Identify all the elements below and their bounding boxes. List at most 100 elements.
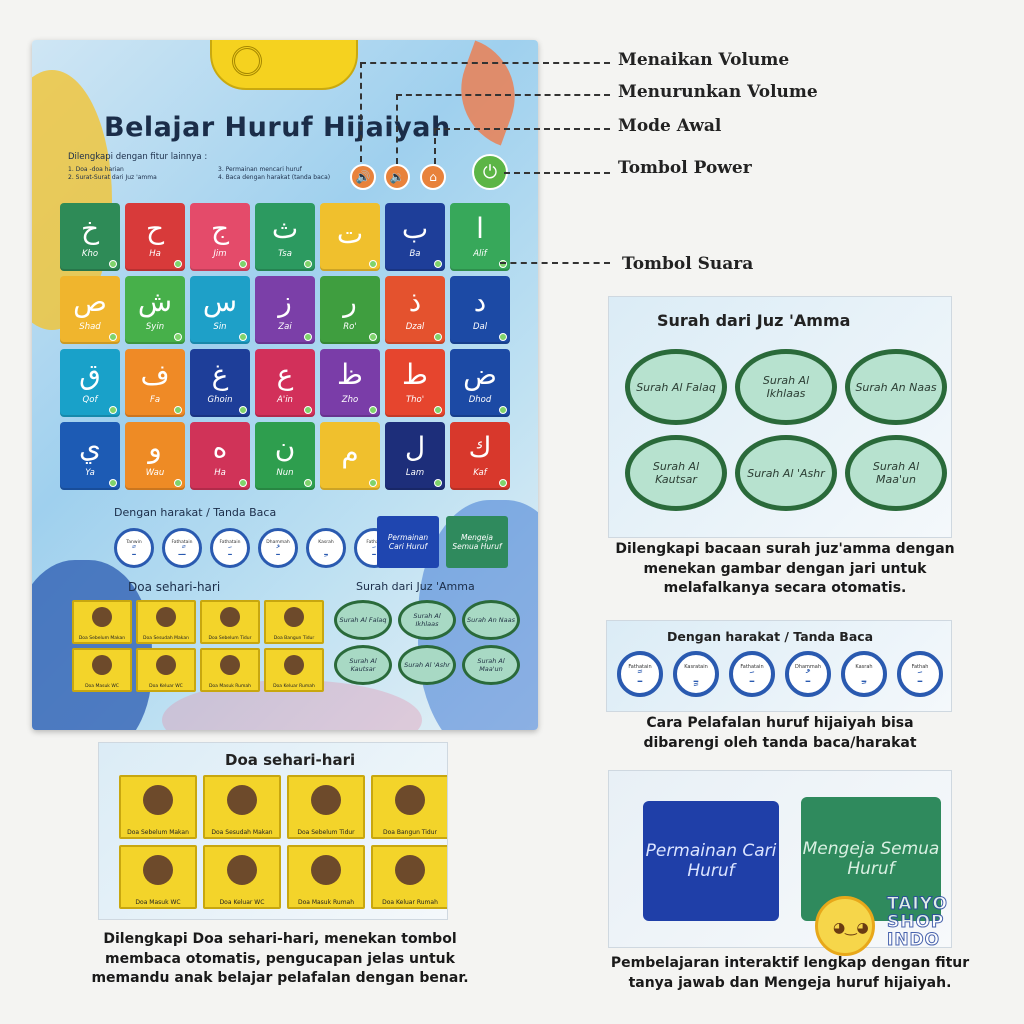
sound-dot-icon: [434, 406, 442, 414]
doa-button[interactable]: Doa Keluar Rumah: [371, 845, 447, 909]
child-figure-icon: [143, 785, 173, 815]
surah-button[interactable]: Surah Al Ikhlaas: [735, 349, 837, 425]
callout-leader: [396, 94, 610, 96]
sound-dot-icon: [434, 260, 442, 268]
surah-button[interactable]: Surah Al Ikhlaas: [398, 600, 456, 640]
volume-down-button[interactable]: 🔉: [384, 164, 410, 190]
doa-button[interactable]: Doa Keluar Rumah: [264, 648, 324, 692]
sun-mascot-icon: [815, 896, 875, 956]
find-letter-game-button[interactable]: Permainan Cari Huruf: [643, 801, 779, 921]
doa-button[interactable]: Doa Sebelum Tidur: [200, 600, 260, 644]
power-button[interactable]: ⏻: [472, 154, 508, 190]
doa-button[interactable]: Doa Bangun Tidur: [371, 775, 447, 839]
sound-dot-icon: [174, 406, 182, 414]
surah-button[interactable]: Surah Al Falaq: [334, 600, 392, 640]
sound-dot-icon: [499, 406, 507, 414]
surah-button[interactable]: Surah Al 'Ashr: [398, 645, 456, 685]
surah-button[interactable]: Surah An Naas: [462, 600, 520, 640]
surah-button[interactable]: Surah Al Maa'un: [462, 645, 520, 685]
arabic-letter: ر: [343, 285, 357, 318]
spell-all-letters-button[interactable]: Mengeja Semua Huruf: [446, 516, 508, 568]
doa-button[interactable]: Doa Masuk WC: [119, 845, 197, 909]
doa-label: Doa Masuk WC: [85, 684, 119, 689]
letter-tile[interactable]: م: [320, 422, 380, 490]
doa-button[interactable]: Doa Sebelum Makan: [119, 775, 197, 839]
doa-label: Doa Masuk Rumah: [208, 684, 252, 689]
doa-button[interactable]: Doa Masuk WC: [72, 648, 132, 692]
feature-list: 1. Doa -doa harian 3. Permainan mencari …: [68, 166, 368, 182]
sound-dot-icon: [109, 260, 117, 268]
find-letter-game-button[interactable]: Permainan Cari Huruf: [377, 516, 439, 568]
home-mode-button[interactable]: ⌂: [420, 164, 446, 190]
spell-all-letters-button[interactable]: Mengeja Semua Huruf: [801, 797, 941, 921]
surah-button[interactable]: Surah Al Kautsar: [625, 435, 727, 511]
arabic-letter: ف: [140, 358, 170, 391]
doa-label: Doa Keluar WC: [149, 684, 183, 689]
doa-button[interactable]: Doa Masuk Rumah: [287, 845, 365, 909]
letter-tile[interactable]: ت: [320, 203, 380, 271]
child-figure-icon: [92, 655, 112, 675]
doa-button[interactable]: Doa Masuk Rumah: [200, 648, 260, 692]
volume-up-button[interactable]: 🔊: [350, 164, 376, 190]
watermark-line: TAIYO: [887, 894, 948, 914]
callout-leader: [396, 94, 398, 164]
doa-button[interactable]: Doa Keluar WC: [203, 845, 281, 909]
watermark-line: INDO: [887, 929, 941, 950]
surah-button[interactable]: Surah Al Kautsar: [334, 645, 392, 685]
surah-button[interactable]: Surah Al Falaq: [625, 349, 727, 425]
doa-button[interactable]: Doa Sesudah Makan: [203, 775, 281, 839]
doa-button[interactable]: Doa Bangun Tidur: [264, 600, 324, 644]
letter-name: Dzal: [405, 322, 425, 332]
harakat-caption: Cara Pelafalan huruf hijaiyah bisa dibar…: [643, 715, 917, 751]
surah-button[interactable]: Surah Al 'Ashr: [735, 435, 837, 511]
doa-button[interactable]: Doa Sebelum Tidur: [287, 775, 365, 839]
juz-title: Surah dari Juz 'Amma: [356, 580, 475, 593]
harakat-name: Dhammah: [266, 539, 290, 545]
doa-button[interactable]: Doa Keluar WC: [136, 648, 196, 692]
letter-name: Ba: [409, 249, 421, 259]
surah-button[interactable]: Surah Al Maa'un: [845, 435, 947, 511]
harakat-mark: ـَ: [917, 667, 923, 686]
doa-button[interactable]: Doa Sesudah Makan: [136, 600, 196, 644]
doa-button[interactable]: Doa Sebelum Makan: [72, 600, 132, 644]
surah-button[interactable]: Surah An Naas: [845, 349, 947, 425]
doa-caption: Dilengkapi Doa sehari-hari, menekan tomb…: [91, 931, 469, 987]
